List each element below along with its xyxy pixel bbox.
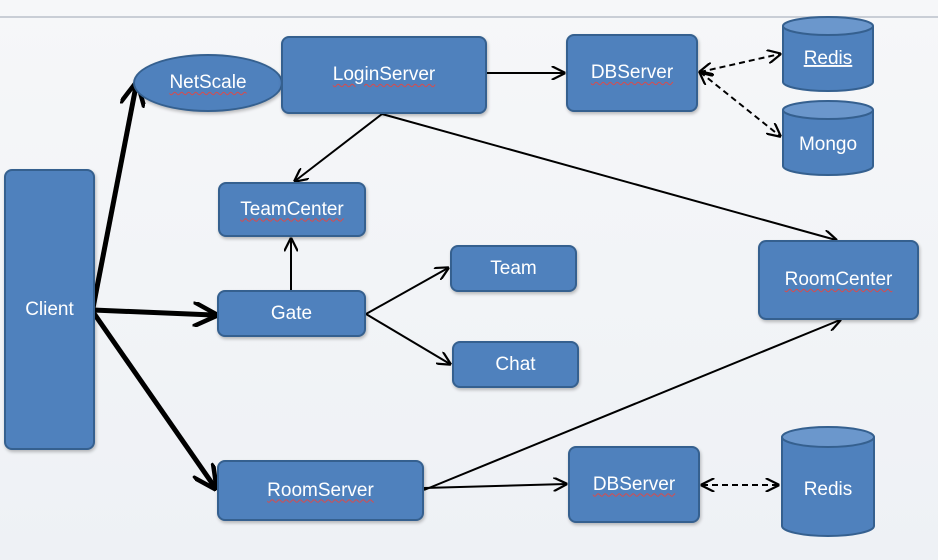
loginserver-node: LoginServer [281,36,487,114]
redis-bottom-cylinder: Redis [781,426,875,537]
arrow-client-roomserver [90,310,214,486]
arrow-roomserver-roomcenter [423,320,840,491]
arrow-gate-chat [365,313,450,364]
chat-node: Chat [452,341,579,388]
dbserver-bottom-node: DBServer [568,446,700,523]
arrow-login-roomcenter [381,113,836,240]
dashed-dbserver-mongo [700,72,780,136]
dbserver-top-label: DBServer [590,62,674,83]
roomcenter-node: RoomCenter [758,240,919,320]
arrow-gate-team [365,268,448,315]
arrow-roomserver-dbserver [423,484,566,488]
dbserver-top-node: DBServer [566,34,698,112]
redis-bottom-label: Redis [804,479,853,500]
client-node: Client [4,169,95,450]
chat-label: Chat [495,353,536,375]
arrow-client-netscale [90,86,136,309]
netscale-node: NetScale [133,54,283,112]
netscale-label: NetScale [169,72,247,93]
roomserver-label: RoomServer [267,479,374,501]
arrow-login-teamcenter [295,113,383,181]
gate-node: Gate [217,290,366,337]
slide-top-divider [0,16,938,18]
redis-top-cylinder: Redis [782,16,874,92]
roomserver-node: RoomServer [217,460,424,521]
dashed-dbserver-redis-top [700,54,780,72]
client-label: Client [25,298,74,320]
dbserver-bottom-label: DBServer [592,473,676,495]
team-label: Team [490,257,537,279]
redis-top-label: Redis [804,48,853,69]
gate-label: Gate [270,302,313,324]
roomcenter-label: RoomCenter [784,269,893,290]
teamcenter-node: TeamCenter [218,182,366,237]
arrow-client-gate [92,310,213,315]
mongo-label: Mongo [799,134,857,155]
teamcenter-label: TeamCenter [240,198,344,220]
team-node: Team [450,245,577,292]
mongo-cylinder: Mongo [782,100,874,176]
loginserver-label: LoginServer [332,64,436,85]
